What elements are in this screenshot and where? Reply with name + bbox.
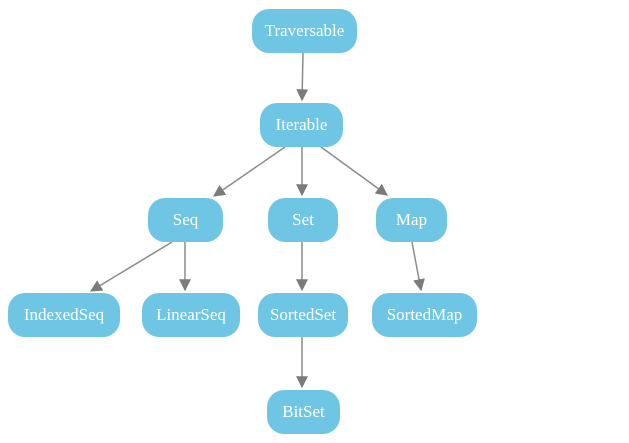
- node-map[interactable]: Map: [376, 198, 447, 242]
- node-sortedmap[interactable]: SortedMap: [372, 293, 477, 337]
- node-seq[interactable]: Seq: [148, 198, 223, 242]
- node-iterable[interactable]: Iterable: [260, 103, 343, 147]
- node-bitset[interactable]: BitSet: [267, 390, 340, 434]
- edge-map-sortedmap: [411, 241, 425, 292]
- node-traversable[interactable]: Traversable: [252, 9, 357, 53]
- node-set[interactable]: Set: [268, 198, 338, 242]
- node-indexedseq[interactable]: IndexedSeq: [8, 293, 120, 337]
- edge-iterable-seq: [213, 146, 286, 197]
- edge-seq-indexedseq: [89, 241, 173, 292]
- edge-traversable-iterable: [296, 52, 309, 102]
- edge-iterable-map: [320, 146, 388, 196]
- node-sortedset[interactable]: SortedSet: [258, 293, 348, 337]
- node-linearseq[interactable]: LinearSeq: [142, 293, 240, 337]
